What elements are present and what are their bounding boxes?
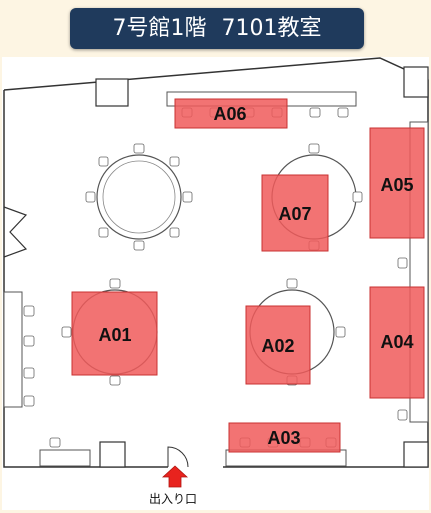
zone-a03-area xyxy=(228,422,341,453)
zone-a07-area xyxy=(261,174,329,252)
zone-a06-area xyxy=(174,98,288,129)
zone-label-a06: A06 xyxy=(213,104,247,124)
room-number: 7101教室 xyxy=(221,16,322,41)
page-title: 7号館1階 7101教室 xyxy=(70,8,364,49)
zone-label-a04: A04 xyxy=(380,332,414,352)
zone-label-a03: A03 xyxy=(267,428,301,448)
zone-a04-area xyxy=(369,286,425,399)
zone-a05-area xyxy=(369,127,425,239)
zone-label-a07: A07 xyxy=(278,204,312,224)
zone-label-a02: A02 xyxy=(261,336,295,356)
entrance-arrow-icon xyxy=(161,465,189,488)
zone-label-a05: A05 xyxy=(380,175,414,195)
zone-a02-area xyxy=(245,305,311,385)
entrance-label: 出入り口 xyxy=(149,492,198,506)
building-floor: 7号館1階 xyxy=(112,16,207,41)
zone-a01-area xyxy=(71,291,158,376)
zone-label-a01: A01 xyxy=(98,325,132,345)
